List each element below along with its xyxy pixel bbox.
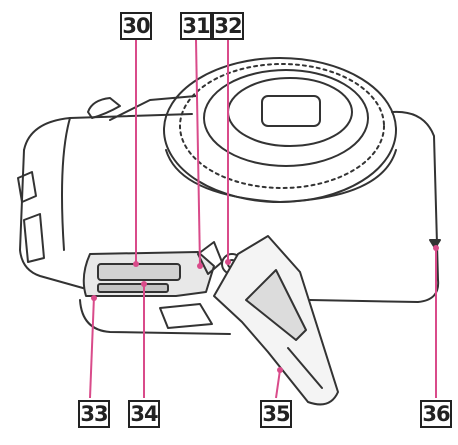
- battery: [97, 263, 181, 281]
- leader-31: [195, 39, 201, 267]
- lens-barrel-base: [165, 149, 397, 203]
- side-detail: [23, 213, 45, 263]
- lens-ring-knurl: [179, 63, 385, 189]
- camera-top-edge: [109, 95, 197, 121]
- memory-card-slot: [97, 283, 169, 293]
- lens-ring-inner: [203, 69, 369, 167]
- callout-34: 34: [128, 400, 160, 428]
- mode-dial: [87, 97, 121, 119]
- callout-33: 33: [78, 400, 110, 428]
- camera-grip-line: [61, 117, 71, 251]
- callout-35: 35: [260, 400, 292, 428]
- bottom-rail: [159, 303, 213, 329]
- callout-31: 31: [180, 12, 212, 40]
- leader-35: [275, 369, 281, 399]
- leader-33: [89, 295, 95, 399]
- lock-lever: [197, 241, 223, 275]
- callout-30: 30: [120, 12, 152, 40]
- camera-body-underside: [19, 149, 91, 291]
- camera-body-front-edge: [79, 299, 231, 335]
- callout-32: 32: [212, 12, 244, 40]
- callout-36: 36: [420, 400, 452, 428]
- lens-glass: [227, 77, 353, 147]
- strap-lug: [17, 171, 37, 203]
- speaker-mark: [429, 239, 441, 249]
- lens-cover: [261, 95, 321, 127]
